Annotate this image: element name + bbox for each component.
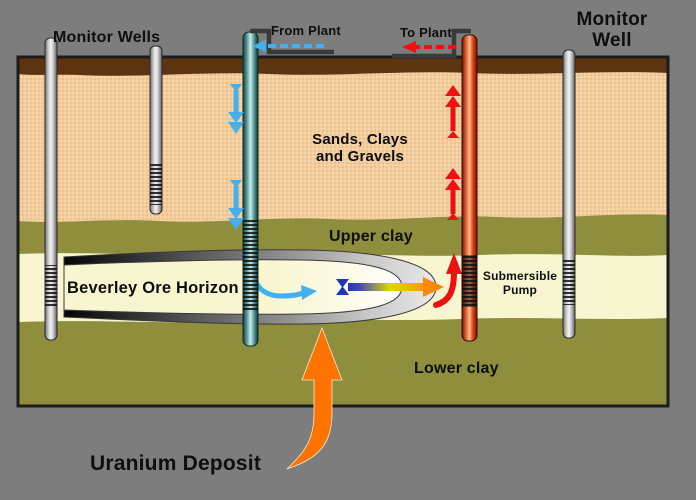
- pump-label-line2: Pump: [502, 283, 538, 297]
- sands-label-line2: and Gravels: [315, 148, 405, 165]
- leach-arrow-head: [423, 277, 444, 297]
- well-screen: [45, 265, 57, 307]
- lower-clay-label: Lower clay: [414, 360, 499, 377]
- well-screen: [563, 258, 575, 305]
- monitor-well-right-label: Monitor Well: [552, 9, 672, 51]
- down-arrow-icon: [228, 180, 244, 230]
- topsoil-layer: [18, 57, 668, 76]
- up-arrow-icon: [445, 85, 461, 138]
- to-plant-pipe: [392, 28, 471, 59]
- sands-label-line1: Sands, Clays: [312, 131, 408, 148]
- injection-flow-arrow-icon: [252, 276, 317, 300]
- extraction-well: [461, 34, 478, 342]
- diagram-border: [16, 55, 670, 408]
- from-plant-arrow-icon: [252, 40, 324, 52]
- red-curve-shaft: [433, 269, 457, 308]
- monitor-wells-label: Monitor Wells: [53, 29, 161, 46]
- up-arrows-red: [445, 85, 461, 220]
- injection-well: [242, 31, 259, 347]
- sands-layer-texture: [18, 57, 668, 222]
- monitor-well-right-label-line1: Monitor: [576, 9, 648, 30]
- down-arrow-icon: [228, 84, 244, 134]
- sands-clays-gravels-label: Sands, Clays and Gravels: [290, 131, 430, 165]
- wells: [44, 31, 576, 347]
- extraction-flow-arrow-icon: [433, 253, 462, 308]
- well-screen: [462, 255, 477, 307]
- well-screen: [243, 220, 258, 311]
- down-arrows-blue: [228, 84, 244, 230]
- leach-arrow-fletch: [336, 279, 349, 295]
- blue-curve-shaft: [252, 276, 306, 299]
- plume-inner-zone: [64, 259, 402, 315]
- up-arrow-icon: [445, 168, 461, 220]
- ore-horizon-label: Beverley Ore Horizon: [67, 279, 239, 297]
- upper-clay-label: Upper clay: [329, 228, 413, 245]
- leach-flow-arrow-icon: [336, 277, 444, 297]
- monitor-well-right: [562, 49, 576, 339]
- uranium-deposit-label: Uranium Deposit: [90, 452, 262, 475]
- from-plant-label: From Plant: [271, 23, 341, 38]
- submersible-pump-label: Submersible Pump: [480, 269, 560, 297]
- monitor-well-left-shallow: [149, 45, 163, 215]
- blue-curve-head: [301, 285, 317, 300]
- leach-arrow-shaft: [348, 283, 424, 291]
- monitor-well-left-deep: [44, 37, 58, 341]
- from-plant-pipe: [250, 28, 334, 55]
- to-plant-arrow-icon: [402, 41, 456, 53]
- well-screen: [150, 163, 162, 205]
- monitor-well-right-label-line2: Well: [592, 30, 632, 51]
- pump-label-line1: Submersible: [482, 269, 558, 283]
- red-curve-head: [446, 253, 462, 274]
- to-plant-label: To Plant: [400, 25, 452, 40]
- uranium-deposit-arrow-icon: [286, 326, 343, 470]
